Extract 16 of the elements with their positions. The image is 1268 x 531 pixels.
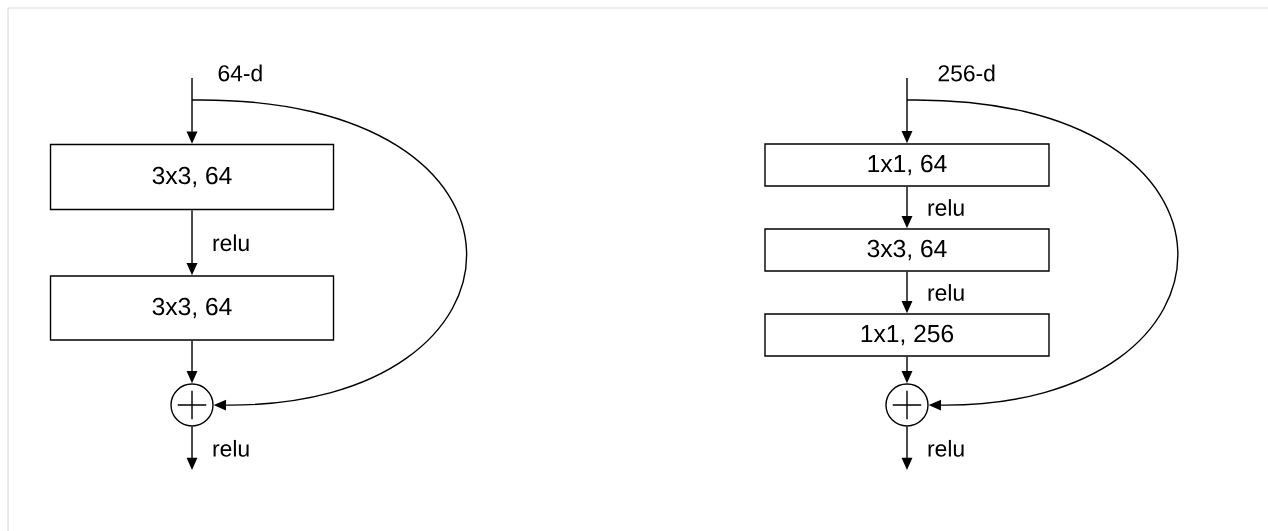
layer-box: 1x1, 64 xyxy=(764,143,1050,187)
dimension-label: 64-d xyxy=(218,64,262,82)
layer-box: 3x3, 64 xyxy=(49,275,335,341)
edge-label: relu xyxy=(925,197,967,218)
edge-label: relu xyxy=(210,232,252,253)
layer-box: 3x3, 64 xyxy=(764,228,1050,272)
layer-box: 1x1, 256 xyxy=(764,313,1050,357)
edge-label: relu xyxy=(210,438,252,459)
skip-connection-arrow xyxy=(191,99,468,411)
layer-box: 3x3, 64 xyxy=(49,143,335,211)
dimension-label: 256-d xyxy=(938,64,995,82)
edge-label: relu xyxy=(925,438,967,459)
addition-circle xyxy=(885,383,929,427)
addition-circle xyxy=(170,383,214,427)
skip-connection-arrow xyxy=(906,99,1179,411)
edge-label: relu xyxy=(925,282,967,303)
